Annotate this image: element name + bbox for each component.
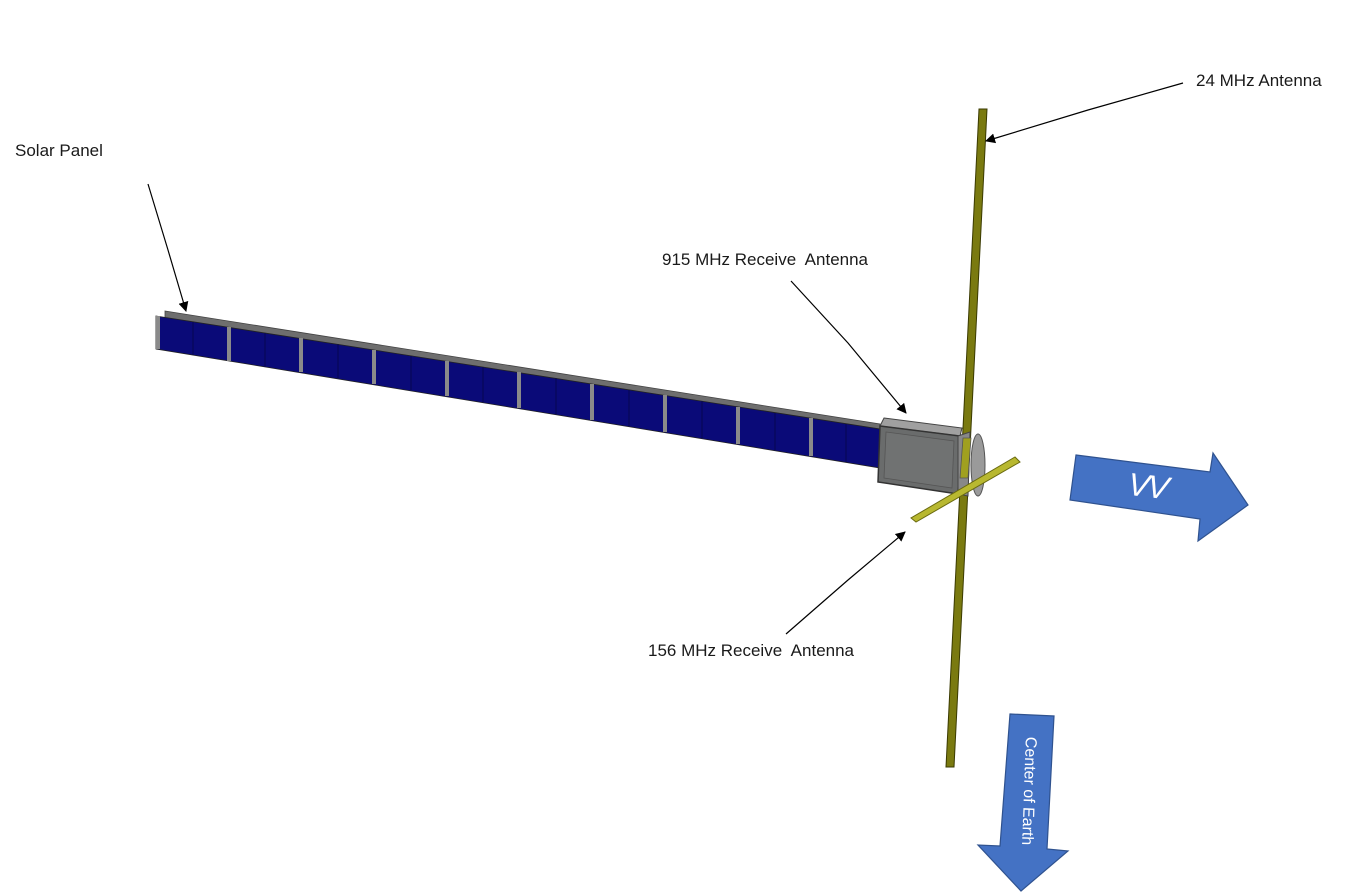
solar-panel <box>155 310 881 469</box>
antenna-915mhz-label: 915 MHz Receive Antenna <box>662 250 869 269</box>
spacecraft-bus <box>877 417 986 497</box>
antenna-156mhz-label: 156 MHz Receive Antenna <box>648 641 855 660</box>
antenna-915mhz <box>959 437 972 479</box>
velocity-label: VV <box>1126 465 1169 507</box>
leader-lines <box>147 82 1184 635</box>
antenna-24mhz-label: 24 MHz Antenna <box>1196 71 1322 90</box>
antenna-156mhz <box>910 456 1021 523</box>
velocity-arrow <box>1069 451 1249 543</box>
solar-panel-label: Solar Panel <box>15 141 103 160</box>
nadir-arrow <box>976 713 1070 892</box>
